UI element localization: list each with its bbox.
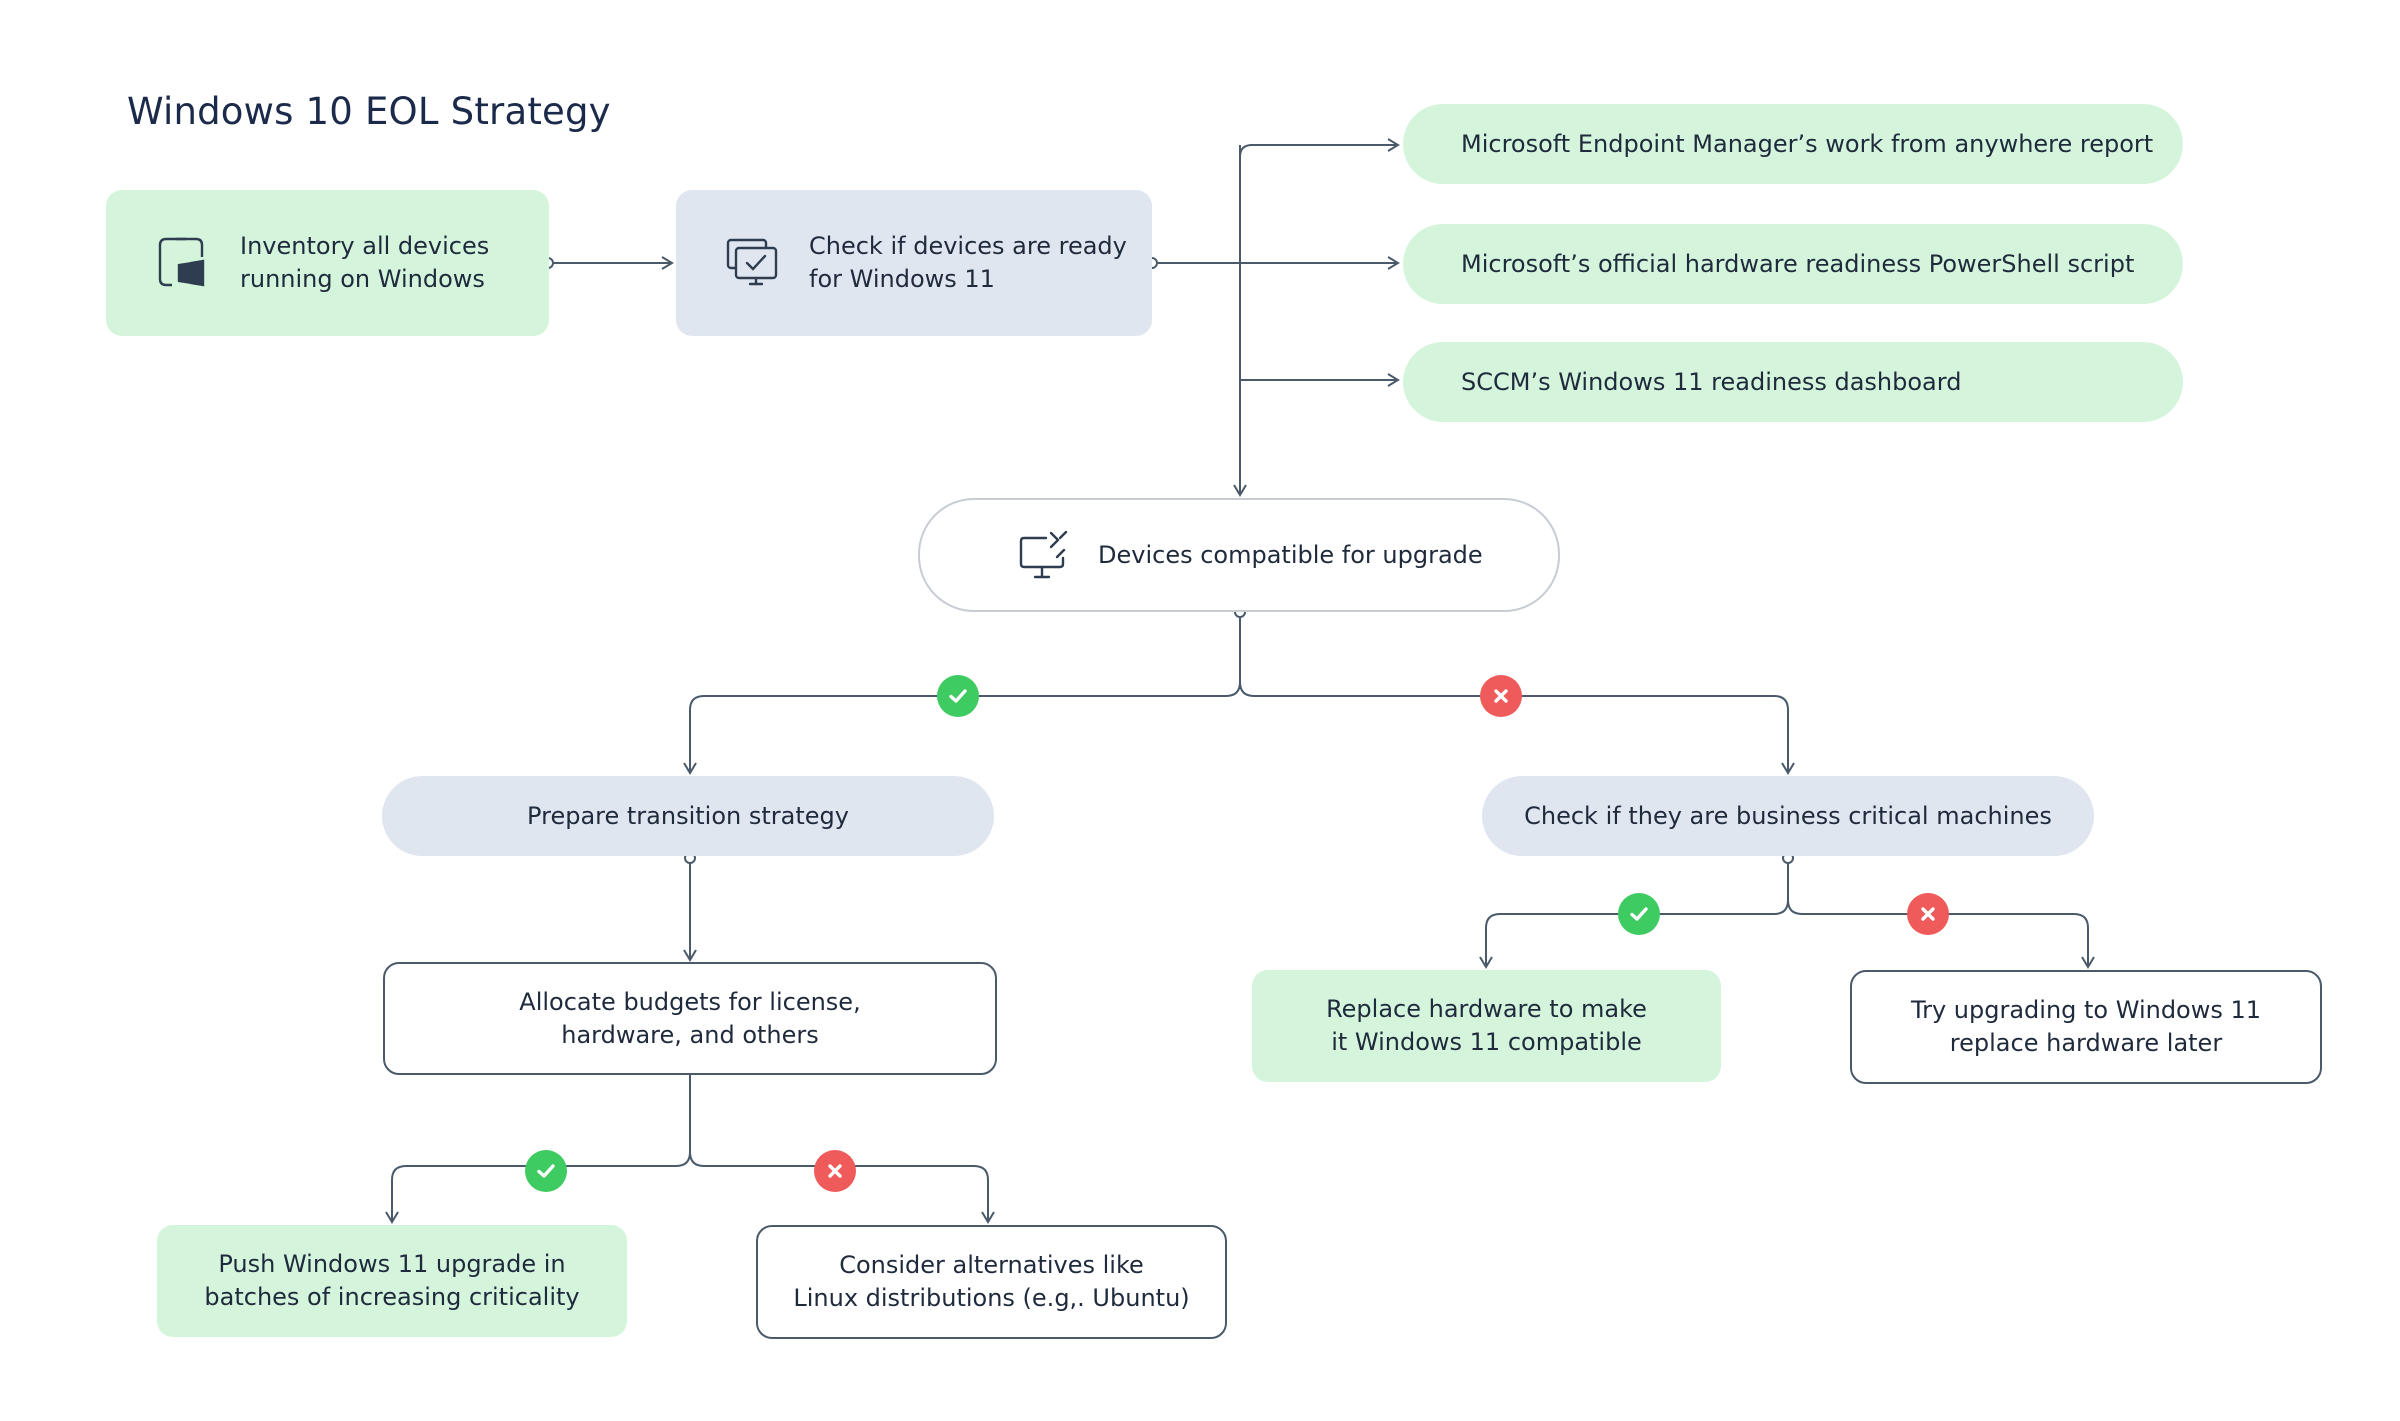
check-icon: [1618, 893, 1660, 935]
node-mem-report: Microsoft Endpoint Manager’s work from a…: [1403, 104, 2183, 184]
monitor-code-icon: [1016, 528, 1072, 593]
node-prepare-label: Prepare transition strategy: [527, 801, 849, 830]
node-check-ready: Check if devices are ready for Windows 1…: [676, 190, 1152, 336]
page-title: Windows 10 EOL Strategy: [127, 90, 611, 133]
node-business-critical-label: Check if they are business critical mach…: [1524, 801, 2052, 830]
node-business-critical: Check if they are business critical mach…: [1482, 776, 2094, 856]
node-powershell: Microsoft’s official hardware readiness …: [1403, 224, 2183, 304]
node-check-ready-label: Check if devices are ready for Windows 1…: [809, 232, 1127, 293]
close-icon: [1907, 893, 1949, 935]
node-alternatives: Consider alternatives like Linux distrib…: [756, 1225, 1227, 1339]
node-compatible-label: Devices compatible for upgrade: [1098, 540, 1483, 569]
check-icon: [937, 675, 979, 717]
node-compatible: Devices compatible for upgrade: [918, 498, 1560, 612]
windows-device-icon: [156, 235, 210, 300]
node-powershell-label: Microsoft’s official hardware readiness …: [1461, 249, 2135, 278]
node-try-upgrade-label: Try upgrading to Windows 11 replace hard…: [1910, 996, 2262, 1057]
node-replace-hardware-label: Replace hardware to make it Windows 11 c…: [1326, 995, 1647, 1056]
node-alternatives-label: Consider alternatives like Linux distrib…: [793, 1251, 1190, 1312]
monitor-check-icon: [724, 234, 780, 299]
node-inventory: Inventory all devices running on Windows: [106, 190, 549, 336]
node-push-upgrade-label: Push Windows 11 upgrade in batches of in…: [204, 1250, 580, 1311]
close-icon: [1480, 675, 1522, 717]
node-mem-report-label: Microsoft Endpoint Manager’s work from a…: [1461, 129, 2154, 158]
check-icon: [525, 1150, 567, 1192]
node-replace-hardware: Replace hardware to make it Windows 11 c…: [1252, 970, 1721, 1082]
node-try-upgrade: Try upgrading to Windows 11 replace hard…: [1850, 970, 2322, 1084]
node-allocate: Allocate budgets for license, hardware, …: [383, 962, 997, 1075]
node-sccm: SCCM’s Windows 11 readiness dashboard: [1403, 342, 2183, 422]
node-push-upgrade: Push Windows 11 upgrade in batches of in…: [157, 1225, 627, 1337]
node-allocate-label: Allocate budgets for license, hardware, …: [519, 987, 861, 1049]
node-sccm-label: SCCM’s Windows 11 readiness dashboard: [1461, 367, 1962, 396]
node-inventory-label: Inventory all devices running on Windows: [240, 232, 490, 293]
node-prepare: Prepare transition strategy: [382, 776, 994, 856]
close-icon: [814, 1150, 856, 1192]
